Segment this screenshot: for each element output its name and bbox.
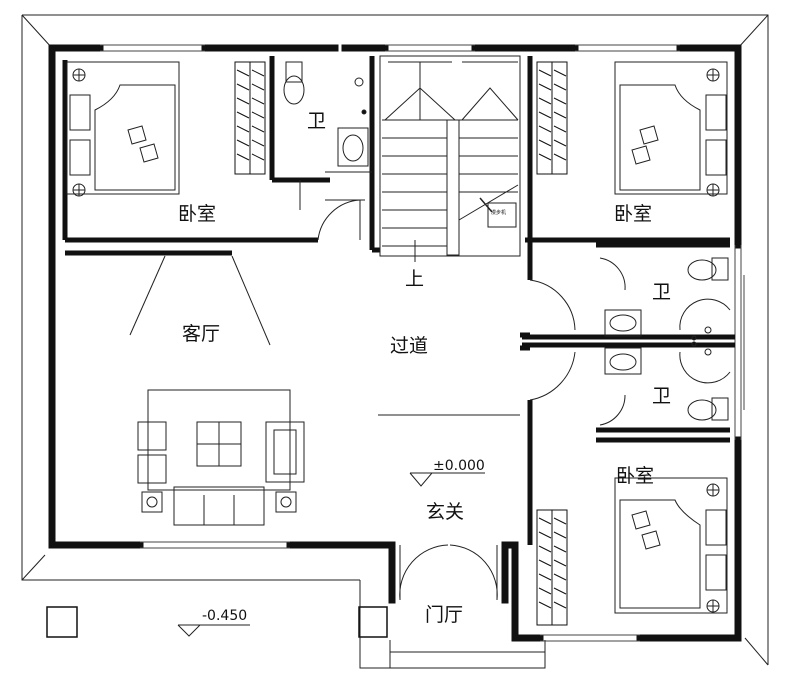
column-markers bbox=[46, 606, 388, 638]
label-bedroom-se: 卧室 bbox=[616, 465, 654, 487]
exterior-walls bbox=[48, 44, 742, 642]
label-bath-right-upper: 卫 bbox=[652, 281, 671, 303]
stair-tag: 漫步机 bbox=[491, 209, 506, 216]
label-living-room: 客厅 bbox=[182, 323, 220, 345]
label-stair-up: 上 bbox=[405, 268, 424, 290]
bed-se bbox=[614, 477, 728, 614]
interior-walls bbox=[62, 56, 735, 545]
staircase bbox=[379, 55, 521, 262]
living-furniture bbox=[129, 255, 305, 526]
outer-terrace-outline bbox=[21, 14, 769, 669]
label-entry-hall: 玄关 bbox=[426, 501, 464, 523]
windows bbox=[100, 44, 745, 642]
wardrobe-nw bbox=[234, 61, 266, 175]
wardrobe-se bbox=[536, 509, 568, 626]
label-bedroom-nw: 卧室 bbox=[178, 203, 216, 225]
wardrobe-ne bbox=[536, 61, 568, 175]
door-swings bbox=[299, 171, 626, 601]
label-bedroom-ne: 卧室 bbox=[614, 203, 652, 225]
level-exterior: -0.450 bbox=[202, 608, 247, 624]
level-markers bbox=[177, 472, 485, 637]
label-corridor: 过道 bbox=[390, 335, 428, 357]
label-porch: 门厅 bbox=[425, 604, 463, 626]
label-bath-right-lower: 卫 bbox=[652, 385, 671, 407]
level-interior: ±0.000 bbox=[433, 458, 485, 474]
label-bath-top: 卫 bbox=[307, 110, 326, 132]
bed-nw bbox=[66, 61, 180, 197]
bathroom-fixtures bbox=[283, 61, 731, 421]
bed-ne bbox=[614, 61, 728, 197]
